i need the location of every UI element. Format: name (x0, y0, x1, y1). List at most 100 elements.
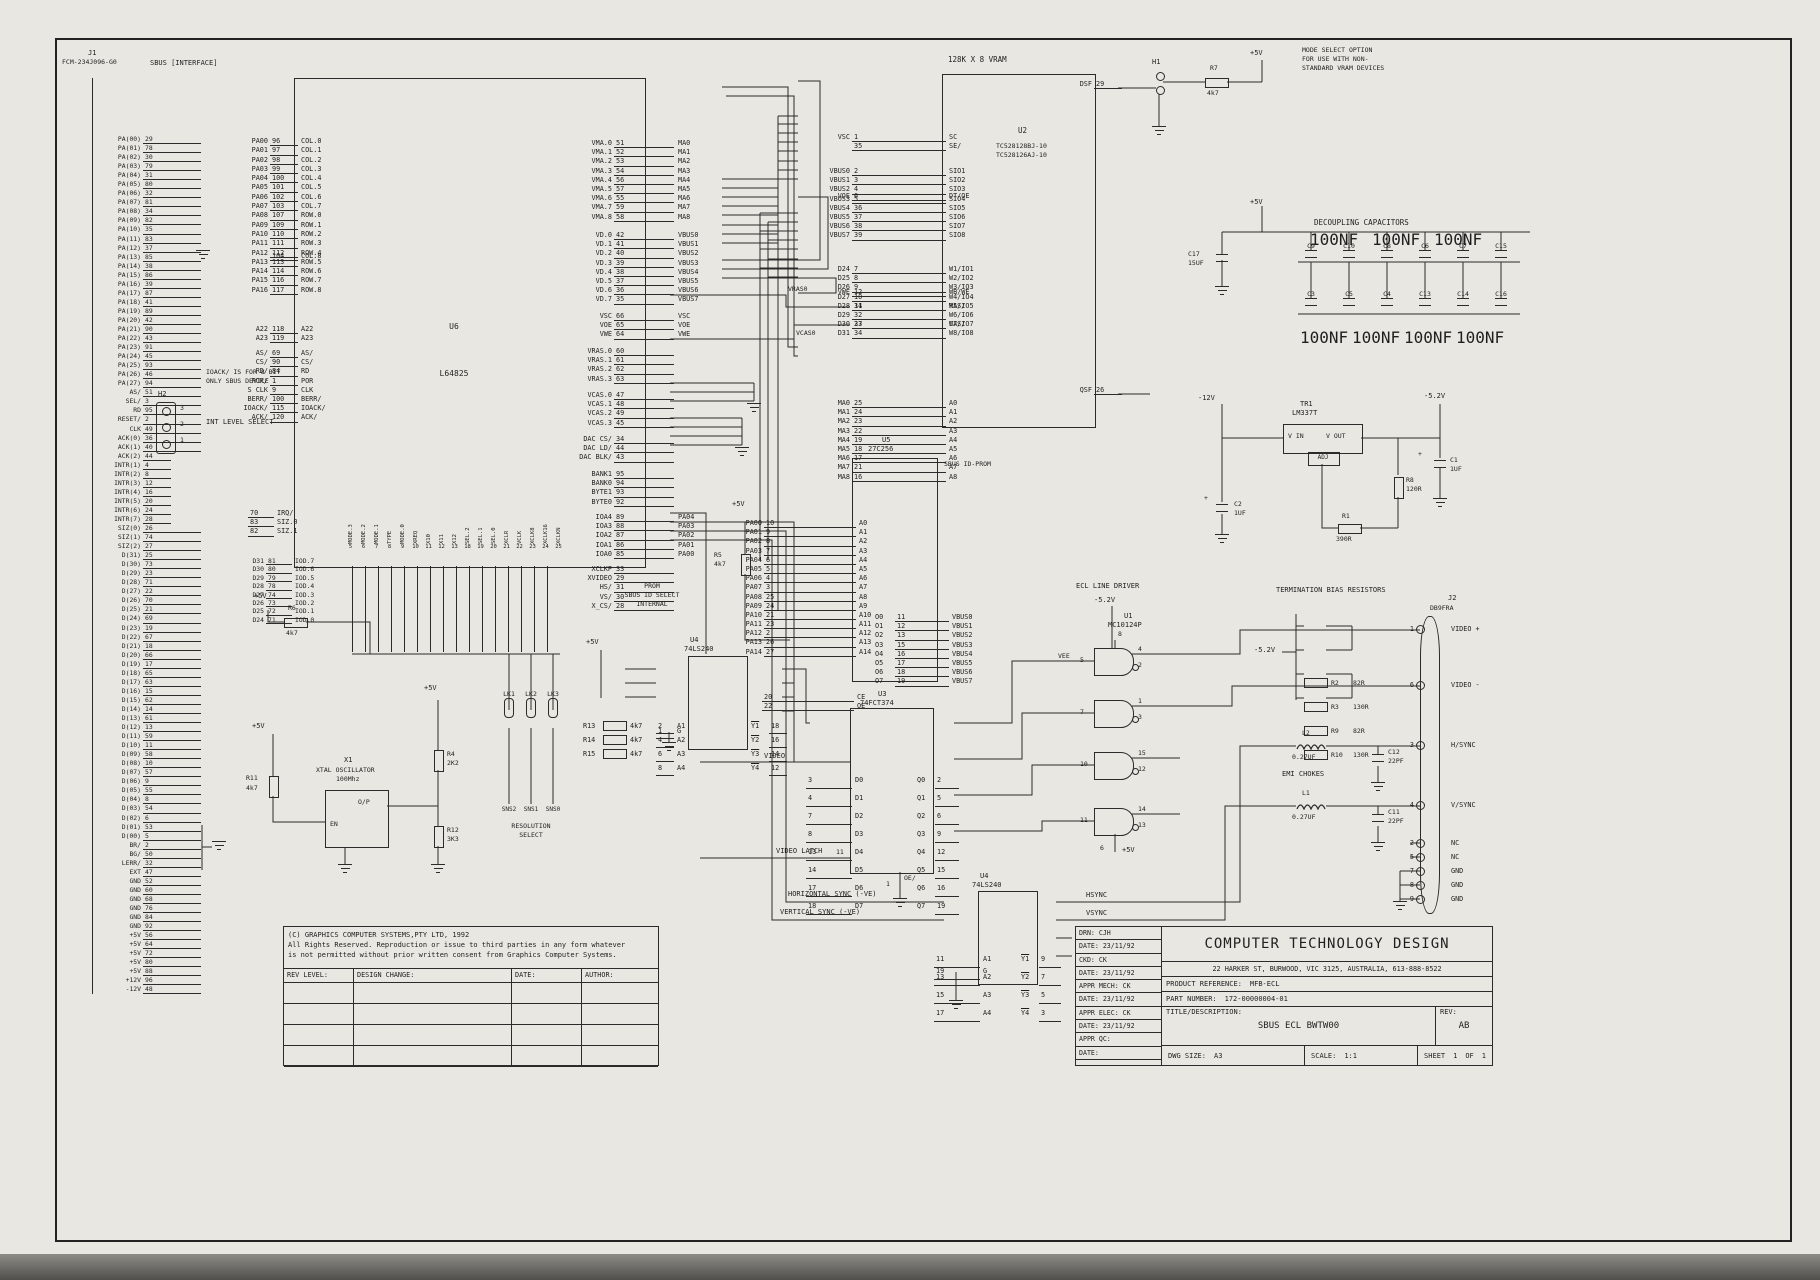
wire-stub (171, 135, 201, 145)
wire-stub (880, 167, 946, 177)
pin-number: 55 (614, 194, 640, 204)
pin-name: IOA3 (595, 522, 612, 531)
wire-stub (171, 370, 201, 380)
pin-signal: D(04) (121, 795, 141, 804)
pin-number: 65 (143, 669, 171, 678)
pin-name: RD (301, 367, 310, 376)
sheet-number: 1 (1453, 1051, 1458, 1060)
u6-ref: U6 (449, 322, 459, 331)
capacitor-icon (1419, 298, 1431, 306)
j1-pin-row: PA(14)38 (95, 262, 201, 271)
wire-stub (171, 244, 201, 253)
pin-signal: PA(25) (117, 361, 141, 370)
vras0-net-label: VRAS0 (788, 285, 808, 293)
pin-number: 27 (764, 648, 792, 657)
pin-number: 6 (143, 814, 171, 823)
tr1-part: LM337T (1292, 409, 1318, 417)
net-out: VBUS7 (952, 677, 973, 686)
tr1-ref: TR1 (1300, 400, 1313, 408)
pin-number: 16 (852, 473, 880, 482)
cap-value: 100NF (1434, 230, 1483, 249)
pin-number: 68 (143, 895, 171, 904)
pin-number: 8 (143, 795, 171, 805)
wire-stub (880, 213, 946, 223)
net-in: VBUS5 (829, 212, 850, 221)
pin-number: 81 (266, 557, 292, 566)
wire-stub (171, 325, 201, 335)
pin-name: VMA.8 (591, 212, 612, 221)
wire-stub (171, 985, 201, 995)
net-in: PA14 (745, 647, 762, 656)
pin-name: ROW.3 (301, 239, 322, 248)
net-in: VBUS4 (829, 203, 850, 212)
cap-ref: C8 (1383, 242, 1391, 250)
wire-stub (171, 452, 201, 461)
pin-label: NC (1451, 853, 1460, 861)
link-ref: LK2 (525, 690, 537, 698)
approval-row: DATE: 23/11/92 (1076, 967, 1162, 981)
pin-number: 9 (1039, 950, 1061, 968)
wire-stub (830, 825, 852, 843)
pin-signal: D(24) (121, 614, 141, 623)
wire-stub (880, 463, 946, 473)
inverter-bubble-icon (1132, 824, 1139, 831)
u4a-chip-body (688, 656, 748, 750)
link-icon (526, 698, 536, 718)
pin-signal: LERR/ (121, 858, 141, 867)
wire-stub (171, 741, 201, 751)
pin-signal: PA(19) (117, 306, 141, 315)
wire-stub (171, 298, 201, 307)
cap-ref: C15 (1495, 242, 1507, 250)
wire-stub (880, 176, 946, 186)
pin-name: X12 (451, 534, 458, 544)
wire-stub (171, 343, 201, 353)
net-in: PA16 (251, 285, 268, 294)
pin-number: 14 (852, 302, 880, 312)
pin-number: 24 (542, 544, 549, 550)
pin-name: VS/ (599, 592, 612, 601)
c11-capacitor-icon (1372, 814, 1384, 822)
wire-stub (792, 556, 856, 565)
u6-pin-row: VS/30 (568, 593, 674, 602)
pin-signal: D(19) (121, 659, 141, 668)
wire-stub (171, 940, 201, 950)
pin-number: 1 (852, 133, 880, 143)
wire-stub (792, 574, 856, 584)
net-out: MA1 (678, 148, 691, 157)
pin-number: 19 (477, 544, 484, 550)
ground-symbol (1433, 498, 1447, 508)
pin-number: 3 (806, 771, 830, 789)
wire-stub (640, 157, 674, 167)
pin-name: A12 (859, 629, 872, 638)
wire-stub (919, 641, 949, 650)
net-out: PA02 (678, 531, 695, 540)
pin-label: V/SYNC (1451, 801, 1476, 809)
resistor-value: 4k7 (630, 722, 643, 730)
pin-number: 38 (852, 222, 880, 232)
pin-number: 29 (1094, 80, 1122, 90)
pin-number: 8 (764, 537, 792, 547)
plus5v-label: +5V (254, 592, 267, 600)
pin-number: 6 (1409, 681, 1414, 689)
pin-name: Y1 (751, 722, 760, 730)
j1-pin-row: D(21)18 (95, 642, 201, 651)
net-in: MA6 (837, 454, 850, 463)
pin-name: CS/ (301, 358, 314, 367)
pin-icon (1416, 741, 1425, 750)
j1-pin-row: D(26)70 (95, 596, 201, 606)
pin-number: 86 (143, 271, 171, 280)
